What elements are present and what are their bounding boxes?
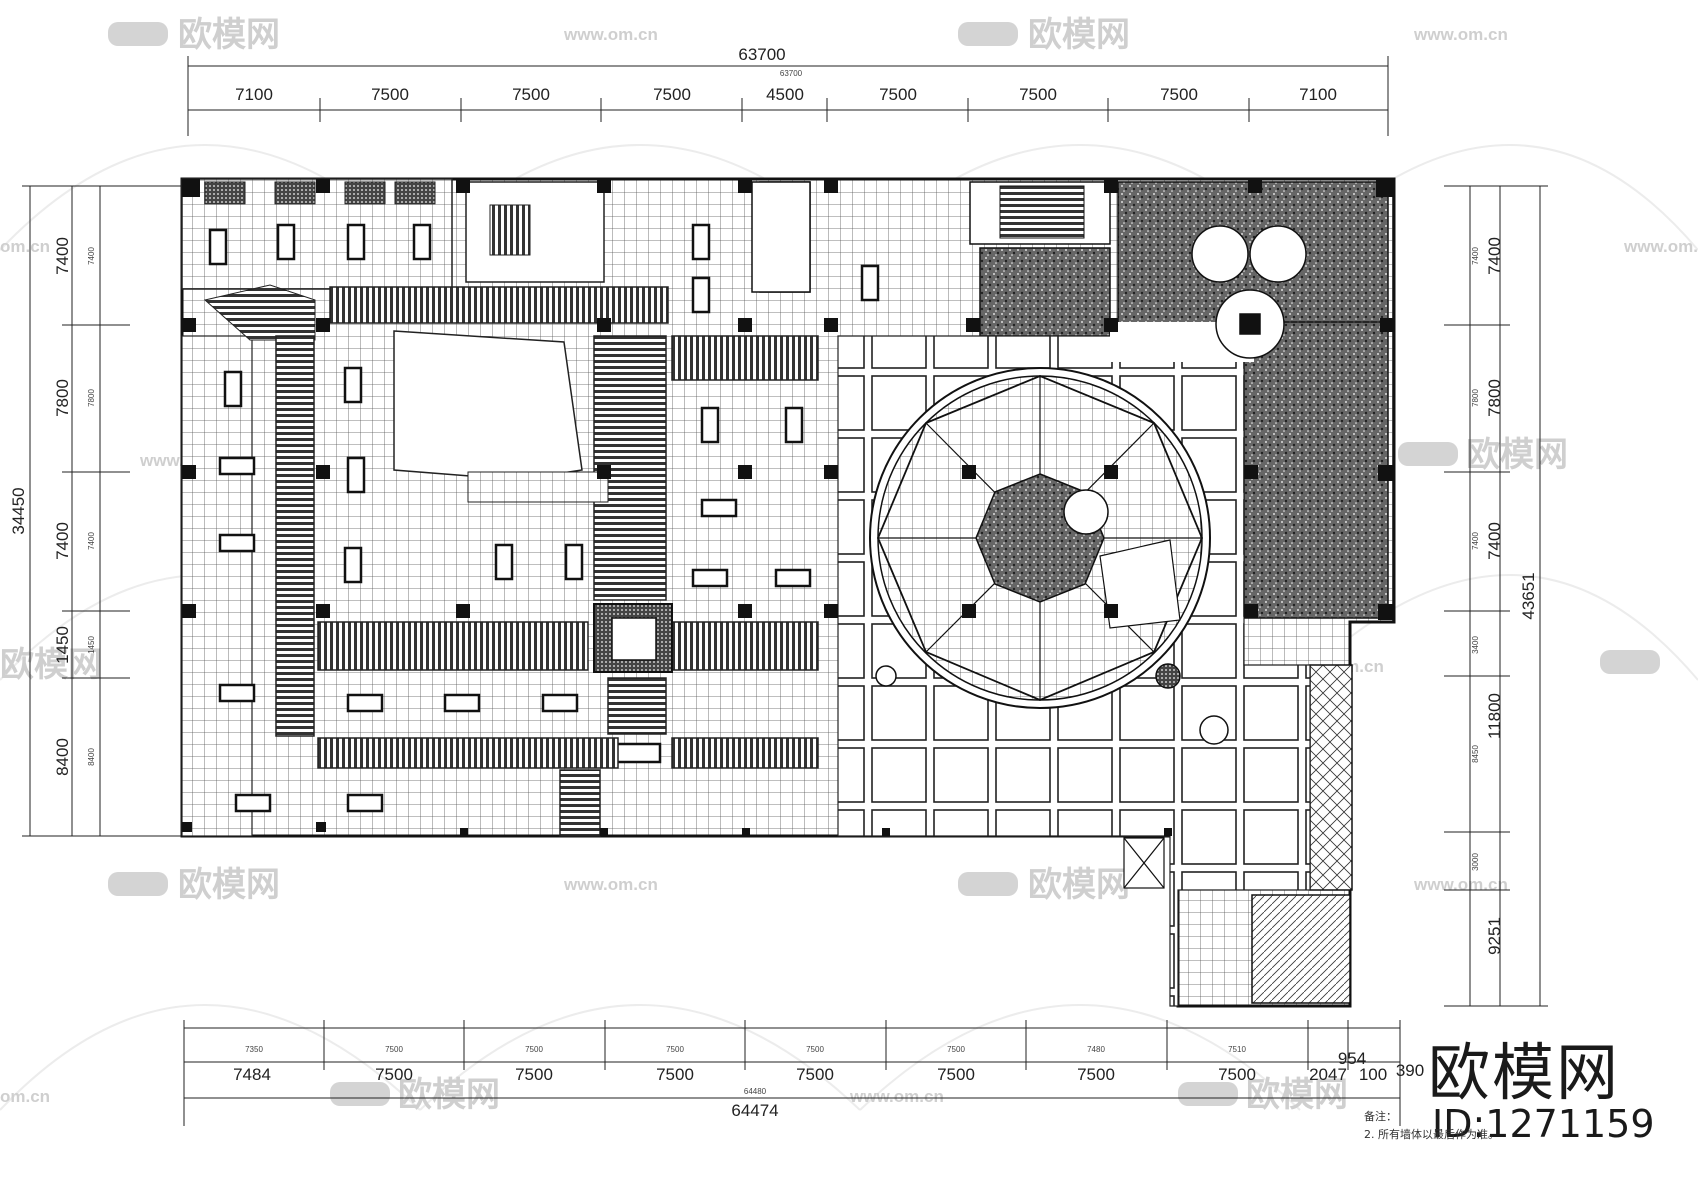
- dim-bottom-seg-small: 7500: [666, 1045, 684, 1054]
- dim-bottom-seg-small: 7500: [525, 1045, 543, 1054]
- dim-top-overall-small: 63700: [780, 69, 803, 78]
- dim-bottom-seg: 100: [1359, 1065, 1387, 1084]
- hatched-rooms: [949, 181, 1389, 1004]
- rotunda: [869, 367, 1211, 709]
- brand-id-label: ID:1271159: [1432, 1102, 1655, 1146]
- watermark-url: www.om.cn: [563, 25, 658, 44]
- dim-left-segments: 7400 7800 7400 1450 8400 7400 7800 7400 …: [53, 237, 96, 776]
- dim-bottom-seg: 7500: [515, 1065, 553, 1084]
- dim-bottom-seg: 7500: [937, 1065, 975, 1084]
- dim-right-seg-small: 7400: [1471, 247, 1480, 265]
- dim-right-seg: 7400: [1485, 522, 1504, 560]
- dim-bottom-seg: 2047: [1309, 1065, 1347, 1084]
- notes-label: 备注：: [1364, 1110, 1397, 1123]
- stairwell: [751, 181, 1111, 293]
- dim-bottom-seg-small: 7350: [245, 1045, 263, 1054]
- dim-top-segments: 7100 7500 7500 7500 4500 7500 7500 7500 …: [235, 85, 1337, 104]
- right-dimension-lines: [1444, 185, 1548, 1007]
- light-fixtures: [208, 223, 880, 813]
- top-dimension-lines: [187, 56, 1389, 136]
- dim-top-seg: 7500: [512, 85, 550, 104]
- watermark-url: www.om.cn: [1413, 875, 1508, 894]
- dim-bottom-small: 7350 7500 7500 7500 7500 7500 7480 7510: [245, 1045, 1246, 1054]
- dim-bottom-seg-small: 7480: [1087, 1045, 1105, 1054]
- dim-right-seg: 9251: [1485, 917, 1504, 955]
- watermark-url: www.om.cn: [563, 875, 658, 894]
- dim-top-seg: 4500: [766, 85, 804, 104]
- dim-left-seg: 8400: [53, 738, 72, 776]
- round-features: [875, 225, 1307, 745]
- dim-left-seg-small: 1450: [87, 636, 96, 654]
- dim-top-seg: 7500: [371, 85, 409, 104]
- dim-bottom-seg: 7500: [375, 1065, 413, 1084]
- dim-right-seg-small: 8450: [1471, 745, 1480, 763]
- dim-right-seg: 7400: [1485, 237, 1504, 275]
- atrium-void: [393, 181, 609, 503]
- bottom-dimension-lines: [183, 1020, 1401, 1126]
- dim-top-overall: 63700: [738, 45, 785, 64]
- dim-bottom-segments: 7484 7500 7500 7500 7500 7500 7500 7500 …: [233, 1049, 1424, 1084]
- dim-left-seg: 7400: [53, 237, 72, 275]
- dim-bottom-overall: 64474: [731, 1101, 778, 1120]
- dim-top-seg: 7100: [235, 85, 273, 104]
- dim-bottom-seg-small: 7510: [1228, 1045, 1246, 1054]
- dim-bottom-seg: 7500: [1218, 1065, 1256, 1084]
- plan-body: [180, 177, 1396, 1008]
- brand-logo-text: 欧模网: [1428, 1036, 1621, 1109]
- watermark-brand: 欧模网: [1028, 865, 1130, 905]
- dim-left-seg-small: 7400: [87, 532, 96, 550]
- dim-top-seg: 7500: [653, 85, 691, 104]
- dim-right-seg-small: 7800: [1471, 389, 1480, 407]
- watermark-brand: 欧模网: [178, 15, 280, 55]
- dim-bottom-seg-small: 7500: [806, 1045, 824, 1054]
- dim-right-overall: 43651: [1519, 572, 1538, 619]
- dim-right-seg-small: 3000: [1471, 853, 1480, 871]
- dim-right-seg: 11800: [1485, 693, 1504, 739]
- dim-left-seg: 7400: [53, 522, 72, 560]
- dim-right-segments: 7400 7800 7400 11800 9251 7400 7800 7400…: [1471, 237, 1504, 955]
- watermark-url: www.om.cn: [1623, 237, 1698, 256]
- dim-right-seg: 7800: [1485, 379, 1504, 417]
- watermark-brand: 欧模网: [1466, 435, 1568, 475]
- dim-left-seg-small: 7800: [87, 389, 96, 407]
- dim-bottom-extra: 954: [1338, 1049, 1366, 1068]
- watermark-url: om.cn: [0, 237, 50, 256]
- corridors: [275, 181, 819, 837]
- watermark-url: www.om.cn: [849, 1087, 944, 1106]
- dim-bottom-seg-small: 7500: [947, 1045, 965, 1054]
- dim-bottom-seg: 7500: [1077, 1065, 1115, 1084]
- watermark-brand: 欧模网: [178, 865, 280, 905]
- notes-line-2: 2. 所有墙体以最后作为准。: [1364, 1128, 1499, 1141]
- structural-columns: [182, 179, 1394, 836]
- dim-bottom-seg-small: 7500: [385, 1045, 403, 1054]
- dim-top-seg: 7100: [1299, 85, 1337, 104]
- watermark-url: om.cn: [0, 1087, 50, 1106]
- dim-top-seg: 7500: [879, 85, 917, 104]
- dim-left-seg-small: 7400: [87, 247, 96, 265]
- dim-bottom-seg: 390: [1396, 1061, 1424, 1080]
- dim-bottom-overall-small: 64480: [744, 1087, 767, 1096]
- dim-left-seg: 7800: [53, 379, 72, 417]
- lower-stair: [1123, 837, 1165, 889]
- dim-bottom-seg: 7484: [233, 1065, 271, 1084]
- watermark-brand: 欧模网: [1246, 1075, 1348, 1115]
- dim-right-seg-small: 7400: [1471, 532, 1480, 550]
- dim-top-seg: 7500: [1019, 85, 1057, 104]
- dim-top-seg: 7500: [1160, 85, 1198, 104]
- left-dimension-lines: [22, 185, 190, 837]
- watermark-brand: 欧模网: [398, 1075, 500, 1115]
- dim-left-seg: 1450: [53, 626, 72, 664]
- watermark-brand: 欧模网: [1028, 15, 1130, 55]
- watermark-logo-icon: [108, 22, 1660, 1106]
- watermark-url: www.om.cn: [1413, 25, 1508, 44]
- dim-bottom-seg: 7500: [656, 1065, 694, 1084]
- dim-right-seg-small: 3400: [1471, 636, 1480, 654]
- dim-bottom-seg: 7500: [796, 1065, 834, 1084]
- drawing-notes: 备注： 2. 所有墙体以最后作为准。: [1364, 1108, 1499, 1144]
- dim-left-overall: 34450: [9, 487, 28, 534]
- dim-left-seg-small: 8400: [87, 748, 96, 766]
